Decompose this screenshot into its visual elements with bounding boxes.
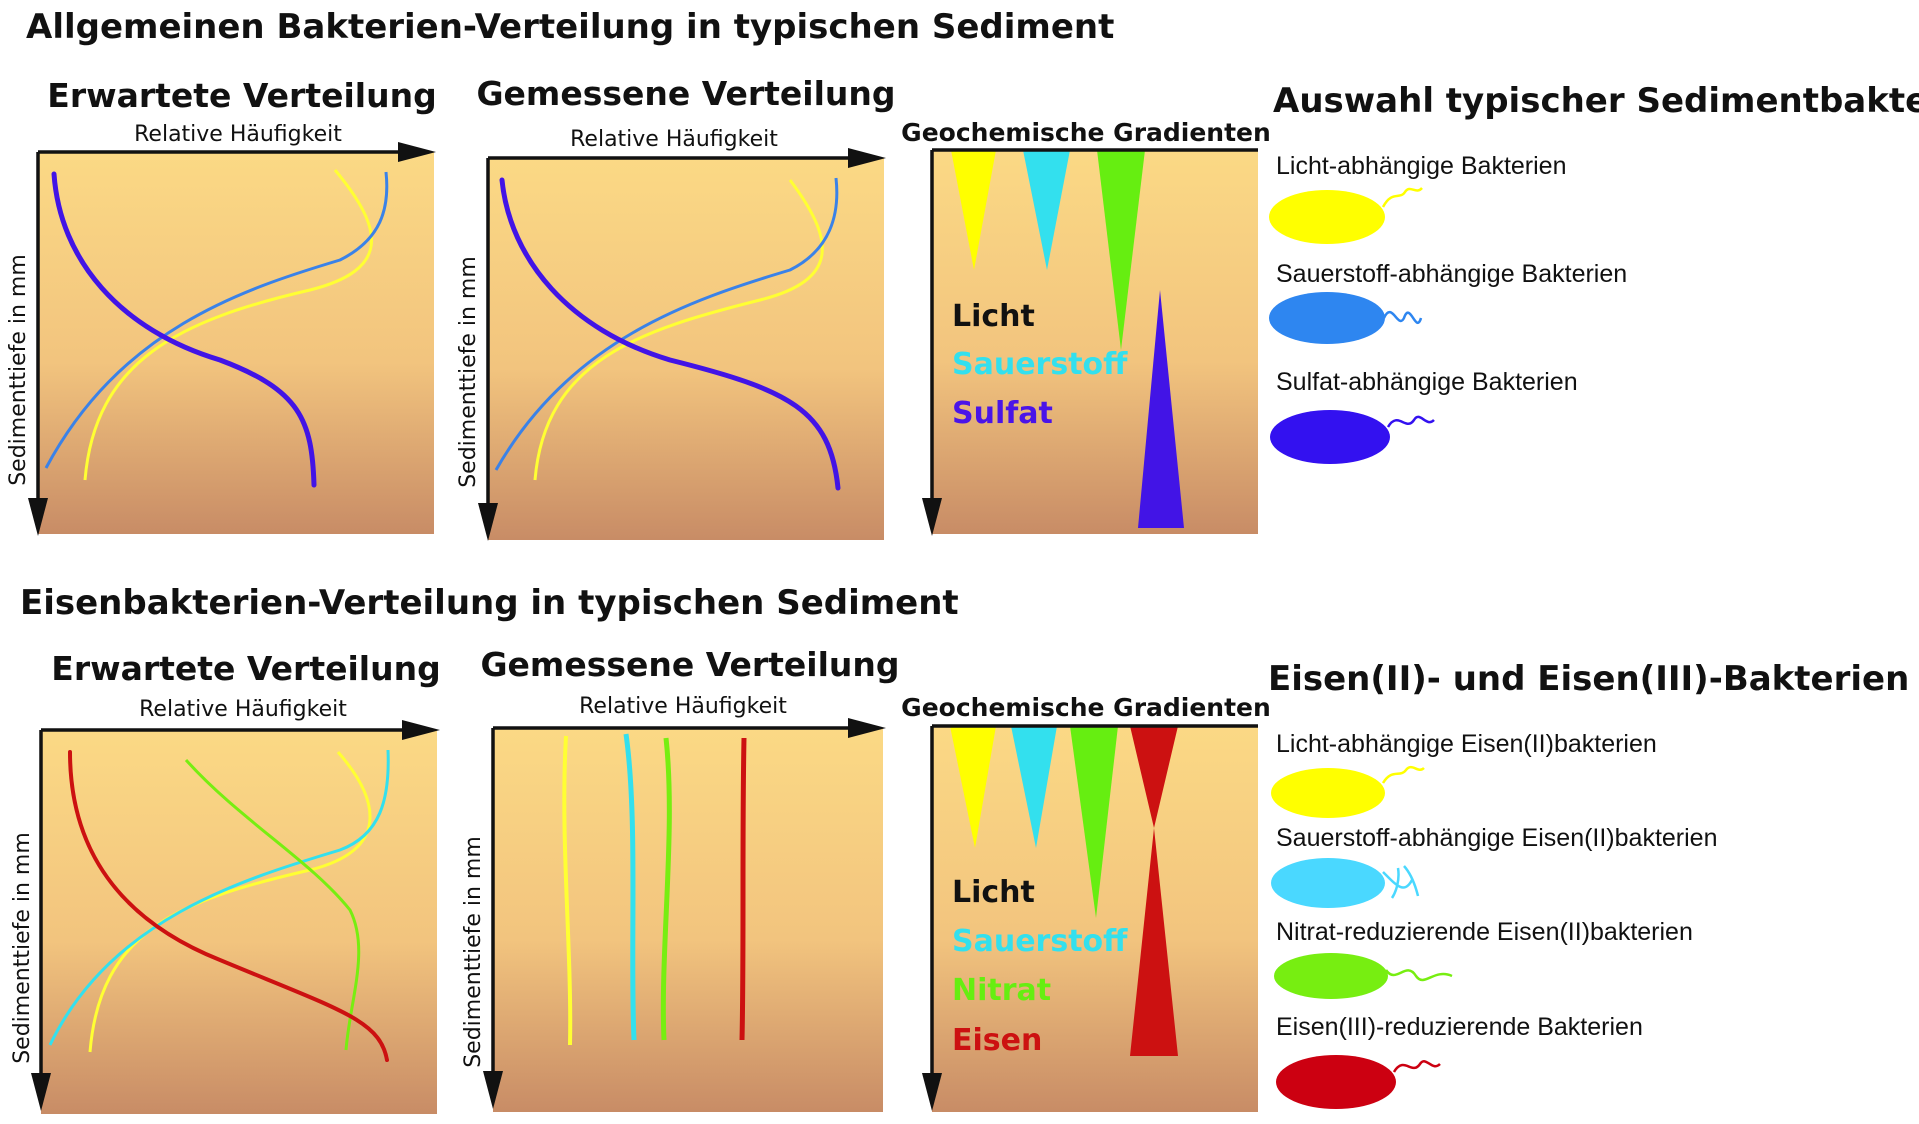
light-wedge bbox=[950, 726, 996, 848]
y-axis-arrowhead bbox=[922, 1073, 942, 1111]
oxygen-wedge bbox=[1011, 726, 1057, 848]
y-axis-arrowhead bbox=[483, 1071, 503, 1109]
panel-title: Gemessene Verteilung bbox=[480, 645, 899, 684]
section2-measured-panel: Gemessene Verteilung Relative Häufigkeit… bbox=[461, 645, 900, 1112]
bacterium-icon-oxygen-iron bbox=[1271, 858, 1385, 908]
sediment-box bbox=[41, 730, 437, 1114]
bacterium-icon-oxygen bbox=[1269, 292, 1385, 344]
light-curve bbox=[83, 169, 374, 481]
bacterium-icon-sulfate bbox=[1270, 410, 1390, 464]
flagellum-icon bbox=[1382, 865, 1420, 899]
gradients-title: Geochemische Gradienten bbox=[901, 118, 1271, 147]
x-axis-label: Relative Häufigkeit bbox=[134, 122, 342, 147]
legend-item-label: Eisen(III)-reduzierende Bakterien bbox=[1276, 1013, 1643, 1041]
flagellum-icon bbox=[1384, 969, 1453, 982]
flagellum-icon bbox=[1392, 1060, 1441, 1073]
y-axis-label: Sedimenttiefe in mm bbox=[10, 832, 35, 1064]
section1-legend: Auswahl typischer Sedimentbakterien Lich… bbox=[1269, 81, 1919, 464]
panel-title: Erwartete Verteilung bbox=[47, 76, 436, 115]
gradient-label-oxygen: Sauerstoff bbox=[952, 347, 1128, 382]
iron-line bbox=[739, 737, 747, 1041]
gradient-label-iron: Eisen bbox=[952, 1023, 1042, 1058]
y-axis-arrowhead bbox=[478, 503, 498, 541]
x-axis-label: Relative Häufigkeit bbox=[139, 697, 347, 722]
section2-expected-panel: Erwartete Verteilung Relative Häufigkeit… bbox=[10, 649, 441, 1114]
bacterium-icon-light bbox=[1269, 190, 1385, 244]
sediment-box bbox=[932, 150, 1258, 534]
sulfate-wedge bbox=[1138, 290, 1184, 528]
oxygen-curve bbox=[44, 171, 389, 469]
gradient-label-nitrate: Nitrat bbox=[952, 973, 1051, 1008]
y-axis-arrowhead bbox=[28, 498, 48, 536]
legend-item-label: Sauerstoff-abhängige Eisen(II)bakterien bbox=[1276, 824, 1717, 852]
section2-gradients-panel: Geochemische Gradienten Licht Sauerstoff… bbox=[901, 693, 1271, 1112]
bacterium-icon-light-iron bbox=[1271, 768, 1385, 818]
flagellum-icon bbox=[1381, 765, 1425, 784]
nitrate-wedge bbox=[1070, 726, 1118, 918]
y-axis-label: Sedimenttiefe in mm bbox=[456, 256, 481, 488]
iron-curve bbox=[68, 750, 389, 1062]
gradient-label-sulfate: Sulfat bbox=[952, 396, 1053, 431]
sediment-box bbox=[493, 728, 883, 1112]
x-axis-arrowhead bbox=[402, 720, 440, 740]
oxygen-wedge bbox=[1023, 150, 1070, 270]
x-axis-arrowhead bbox=[848, 148, 886, 168]
gradient-label-light: Licht bbox=[952, 299, 1035, 334]
section1-title: Allgemeinen Bakterien-Verteilung in typi… bbox=[26, 7, 1114, 47]
y-axis-label: Sedimenttiefe in mm bbox=[6, 254, 31, 486]
legend-title: Eisen(II)- und Eisen(III)-Bakterien bbox=[1268, 659, 1909, 699]
legend-item-label: Licht-abhängige Eisen(II)bakterien bbox=[1276, 730, 1657, 758]
light-wedge bbox=[951, 150, 996, 270]
y-axis-arrowhead bbox=[922, 498, 942, 536]
panel-title: Erwartete Verteilung bbox=[51, 649, 440, 688]
y-axis-arrowhead bbox=[31, 1073, 51, 1111]
bacterium-icon-iron-reducing bbox=[1276, 1055, 1396, 1109]
section1-measured-panel: Gemessene Verteilung Relative Häufigkeit… bbox=[456, 74, 896, 541]
panel-title: Gemessene Verteilung bbox=[476, 74, 895, 113]
legend-item-label: Sulfat-abhängige Bakterien bbox=[1276, 368, 1578, 396]
oxygen-curve bbox=[48, 749, 390, 1046]
legend-item-label: Nitrat-reduzierende Eisen(II)bakterien bbox=[1276, 918, 1693, 946]
section2-title: Eisenbakterien-Verteilung in typischen S… bbox=[20, 583, 959, 623]
sediment-box bbox=[38, 152, 434, 534]
oxygen-wedge-2 bbox=[1097, 150, 1145, 350]
sulfate-curve bbox=[499, 177, 841, 491]
oxygen-curve bbox=[494, 177, 839, 471]
oxygen-line bbox=[623, 733, 637, 1041]
section2-legend: Eisen(II)- und Eisen(III)-Bakterien Lich… bbox=[1268, 659, 1909, 1109]
light-curve bbox=[88, 751, 372, 1053]
legend-item-label: Sauerstoff-abhängige Bakterien bbox=[1276, 260, 1627, 288]
x-axis-label: Relative Häufigkeit bbox=[570, 127, 778, 152]
flagellum-icon bbox=[1386, 415, 1435, 428]
nitrate-line bbox=[660, 737, 672, 1041]
x-axis-arrowhead bbox=[848, 718, 886, 738]
legend-item-label: Licht-abhängige Bakterien bbox=[1276, 152, 1566, 180]
iron-hourglass bbox=[1130, 726, 1178, 1056]
gradients-title: Geochemische Gradienten bbox=[901, 693, 1271, 722]
x-axis-arrowhead bbox=[398, 142, 436, 162]
sediment-box bbox=[488, 158, 884, 540]
y-axis-label: Sedimenttiefe in mm bbox=[461, 836, 486, 1068]
sulfate-curve bbox=[51, 171, 317, 488]
gradient-label-oxygen: Sauerstoff bbox=[952, 924, 1128, 959]
x-axis-label: Relative Häufigkeit bbox=[579, 694, 787, 719]
flagellum-icon bbox=[1382, 310, 1423, 325]
section1-gradients-panel: Geochemische Gradienten Licht Sauerstoff… bbox=[901, 118, 1271, 536]
nitrate-curve bbox=[184, 758, 361, 1051]
section1-expected-panel: Erwartete Verteilung Relative Häufigkeit… bbox=[6, 76, 437, 536]
light-line bbox=[562, 735, 573, 1046]
flagellum-icon bbox=[1381, 187, 1423, 208]
light-curve bbox=[533, 179, 824, 481]
gradient-label-light: Licht bbox=[952, 875, 1035, 910]
bacterium-icon-nitrate-iron bbox=[1274, 953, 1388, 999]
legend-title: Auswahl typischer Sedimentbakterien bbox=[1273, 81, 1919, 121]
